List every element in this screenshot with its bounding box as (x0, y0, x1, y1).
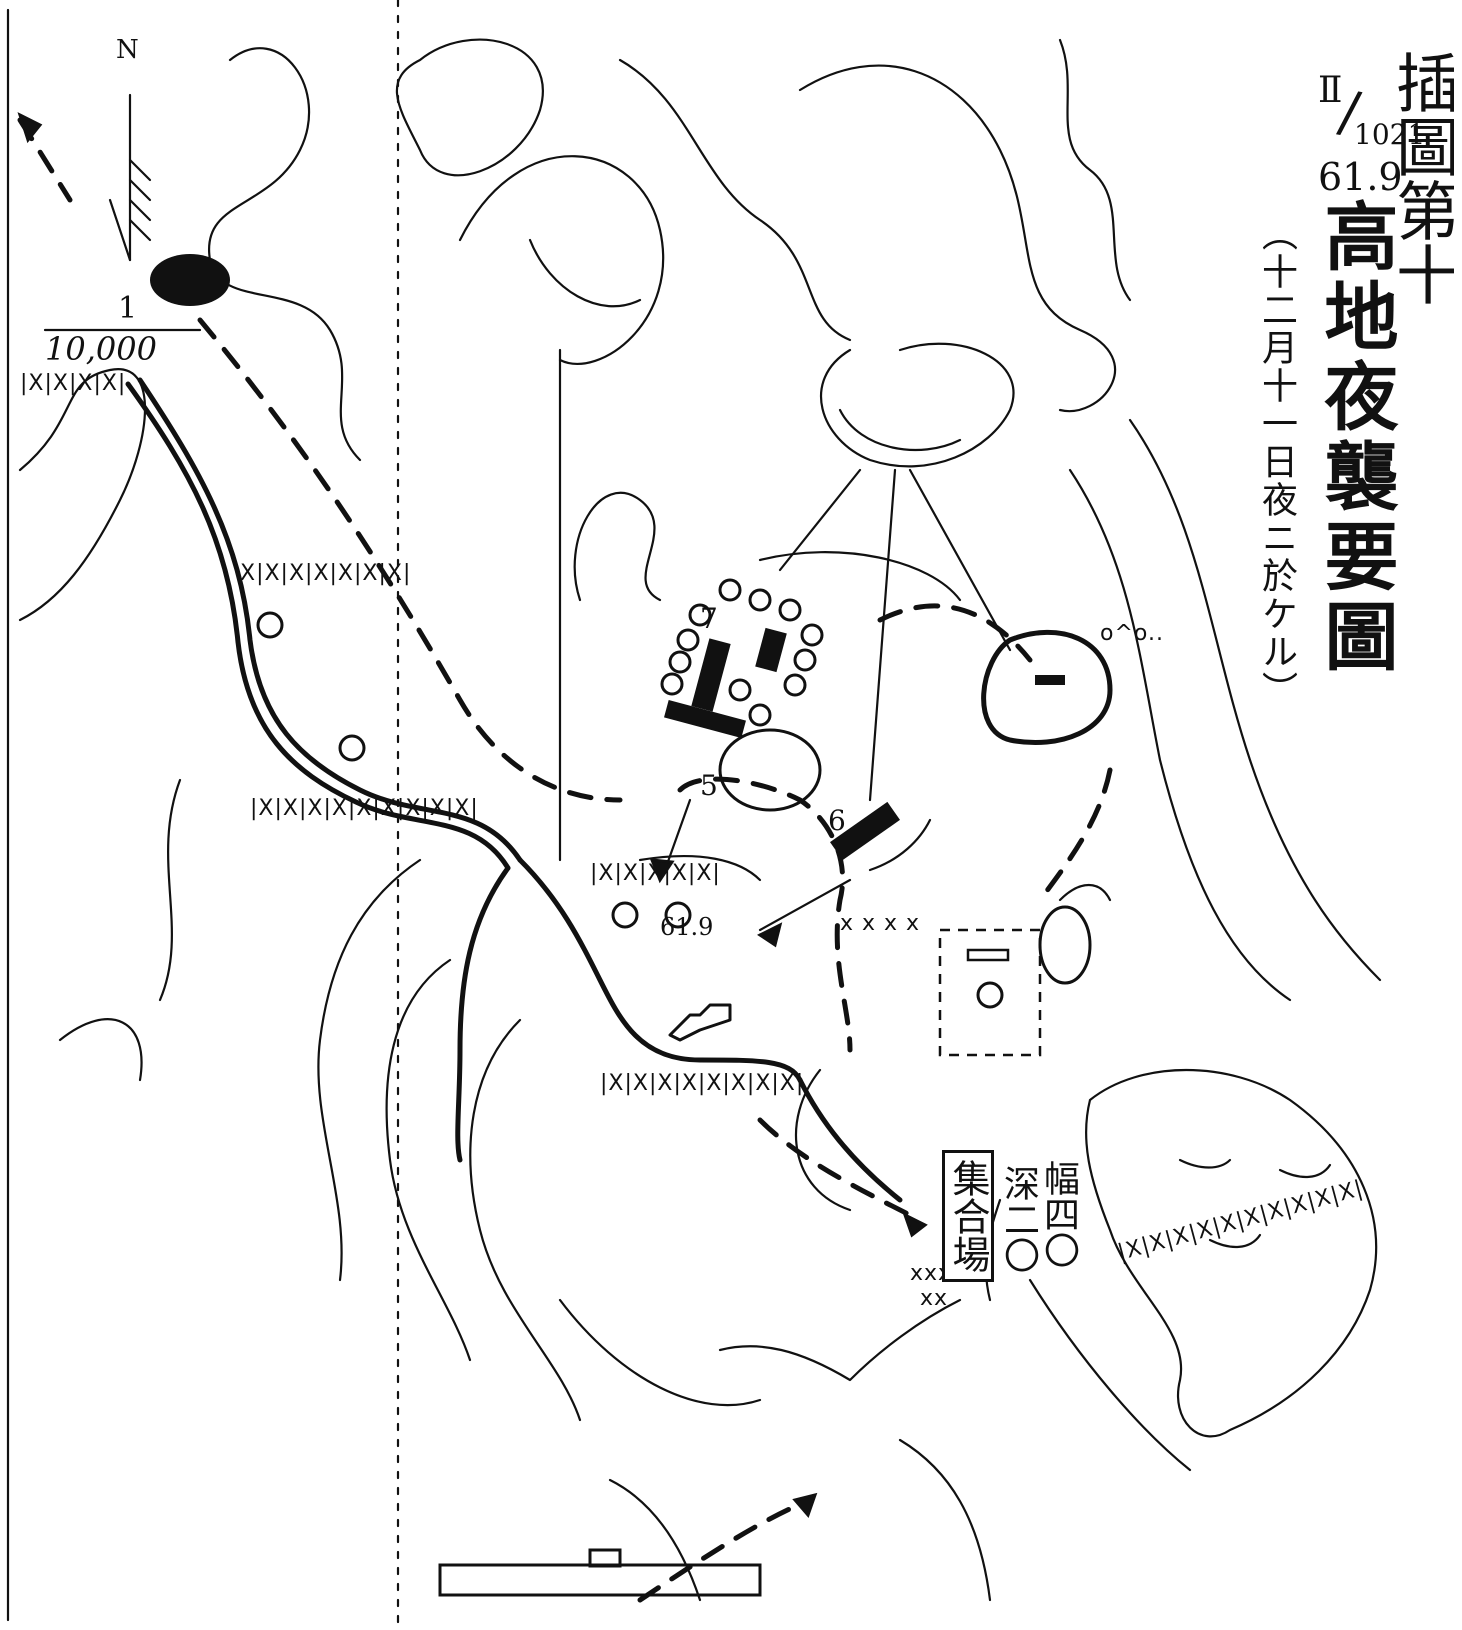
sheet-fraction-bottom: 1021 (1354, 118, 1426, 151)
troop-markers (256, 578, 1004, 1009)
summit-elevation: 61.9 (660, 913, 713, 941)
wire-row: xx (920, 1286, 948, 1311)
departure-line (438, 1563, 762, 1597)
pond (718, 728, 822, 812)
wire-row: x x x x (840, 911, 920, 936)
assembly-area-label: 集合場 (942, 1150, 994, 1282)
wire-obstacles: |X|X|X|X| X|X|X|X|X|X|X| |X|X|X|X|X|X|X|… (20, 371, 1366, 1311)
wire-row: |X|X|X|X| (20, 371, 126, 396)
scale-numerator: 1 (118, 291, 137, 326)
outpost-dots: o^o.. (1100, 621, 1164, 646)
wire-row: |X|X|X|X|X|X|X|X|X|X| (1115, 1176, 1366, 1266)
departure-line-tab (588, 1548, 622, 1568)
trench-width-label: 幅四〇 (1038, 1160, 1079, 1268)
arrows (17, 112, 928, 1518)
unit-blocks (664, 627, 1065, 861)
arrow-head (17, 112, 43, 144)
sheet-fraction: Ⅱ / 1021 (1318, 70, 1425, 160)
wire-row: |X|X|X|X|X|X|X|X| (600, 1071, 804, 1096)
barracks-outline (938, 928, 1042, 1057)
arrow-head (757, 922, 783, 948)
appendix-label: 插圖第十 (1390, 50, 1454, 306)
elevation-label: 61.9 (1318, 155, 1403, 199)
escarpments (718, 884, 1112, 1382)
map-title: 高地夜襲要圖 (1312, 198, 1398, 678)
arrow-head (649, 858, 675, 884)
arrow-head (902, 1212, 928, 1238)
scale-denominator: 10,000 (45, 330, 157, 368)
sheet-fraction-top: Ⅱ (1318, 70, 1343, 111)
trench-depth-label: 深二〇 (998, 1165, 1039, 1273)
contour-lines (18, 38, 1382, 1602)
attack-routes (17, 117, 1113, 1603)
wire-row: |X|X|X|X|X|X|X|X|X| (250, 796, 479, 821)
thicket (150, 254, 230, 306)
trench-lines (125, 377, 903, 1203)
shrine-marker (966, 948, 1010, 962)
outpost-position (981, 629, 1113, 746)
trench-segments (528, 238, 1332, 1248)
pointer-lines (558, 348, 1012, 932)
date-note: （十二月十一日夜ニ於ケル） (1256, 215, 1297, 709)
arrow-head (792, 1492, 818, 1518)
unit-5-label: 5 (700, 769, 718, 802)
summit-structure (668, 1003, 732, 1042)
unit-6-label: 6 (828, 804, 846, 837)
north-arrow (108, 93, 152, 262)
pond (1038, 905, 1092, 985)
north-label: N (116, 35, 139, 65)
